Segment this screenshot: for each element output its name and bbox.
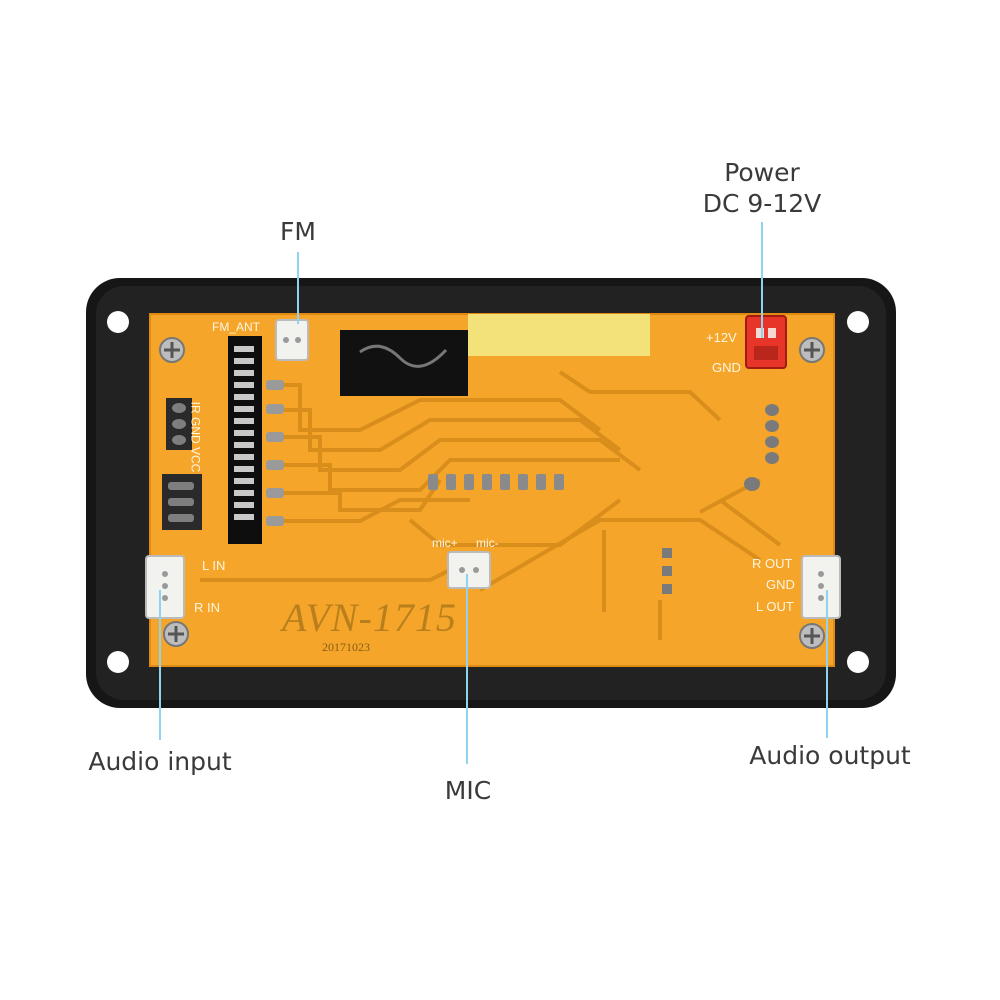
power-callout-title: Power (724, 158, 800, 187)
mic-callout: MIC (444, 776, 492, 805)
gnd-out-label: GND (766, 577, 795, 592)
mount-hole-top-left (107, 311, 129, 333)
screws (159, 337, 825, 649)
date-code: 20171023 (322, 640, 370, 654)
audio-input-callout: Audio input (88, 747, 232, 776)
fm-ant-label: FM_ANT (212, 320, 260, 334)
r-in-label: R IN (194, 600, 220, 615)
audio-output-leader-line (826, 590, 828, 738)
power-leader-line (761, 222, 763, 338)
mic-plus-label: mic+ (432, 536, 458, 550)
ic-pads (428, 474, 564, 490)
mount-hole-bottom-left (107, 651, 129, 673)
audio-input-leader-line (159, 590, 161, 740)
power-connector (745, 315, 787, 369)
gnd-power-label: GND (712, 360, 741, 375)
pcb-board (145, 313, 841, 667)
ir-gnd-vcc-label: IR GND VCC (188, 401, 203, 473)
l-in-label: L IN (202, 558, 226, 573)
display-connector (228, 336, 262, 544)
audio-input-connector (145, 555, 185, 619)
pcb-traces (200, 370, 782, 640)
power-callout-voltage: DC 9-12V (702, 189, 822, 218)
mount-hole-top-right (847, 311, 869, 333)
model-number: AVN-1715 (282, 595, 457, 640)
mic-connector (447, 551, 491, 589)
audio-output-callout: Audio output (749, 741, 911, 770)
plus-12v-label: +12V (706, 330, 737, 345)
l-out-label: L OUT (756, 599, 794, 614)
fm-connector (275, 319, 309, 361)
mic-minus-label: mic- (476, 536, 499, 550)
mount-hole-bottom-right (847, 651, 869, 673)
audio-output-connector (801, 555, 841, 619)
antenna-area (468, 314, 650, 356)
ir-header (162, 398, 202, 530)
fm-leader-line (297, 252, 299, 324)
mic-leader-line (466, 574, 468, 764)
r-out-label: R OUT (752, 556, 793, 571)
fm-callout: FM (280, 217, 316, 246)
